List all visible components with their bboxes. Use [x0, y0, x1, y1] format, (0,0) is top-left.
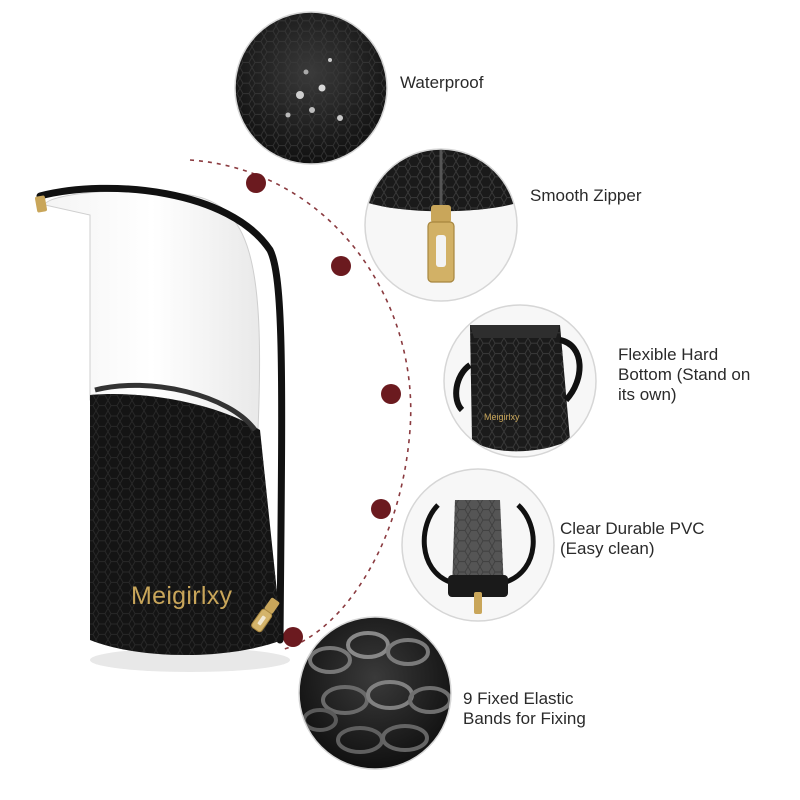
accent-dot	[331, 256, 351, 276]
feature-label-pvc: Clear Durable PVC (Easy clean)	[560, 519, 705, 558]
feature-image-smooth-zipper	[364, 148, 518, 302]
feature-label-hard-bottom: Flexible Hard Bottom (Stand on its own)	[618, 345, 751, 404]
feature-label-elastic-bands: 9 Fixed Elastic Bands for Fixing	[463, 689, 586, 728]
feature-image-pvc	[401, 468, 555, 622]
dashed-arc	[189, 159, 412, 651]
feature-label-smooth-zipper: Smooth Zipper	[530, 186, 642, 205]
bag-brand-mark: Meigirlxy	[484, 412, 520, 422]
accent-dot	[283, 627, 303, 647]
makeup-bag	[35, 184, 290, 672]
brand-logo-text: Meigirlxy	[131, 582, 233, 610]
feature-label-waterproof: Waterproof	[400, 73, 484, 92]
accent-dot	[381, 384, 401, 404]
feature-image-hard-bottom: Meigirlxy	[443, 304, 597, 458]
feature-image-waterproof	[234, 11, 388, 165]
accent-dot	[371, 499, 391, 519]
accent-dot	[246, 173, 266, 193]
feature-image-elastic-bands	[298, 616, 452, 770]
